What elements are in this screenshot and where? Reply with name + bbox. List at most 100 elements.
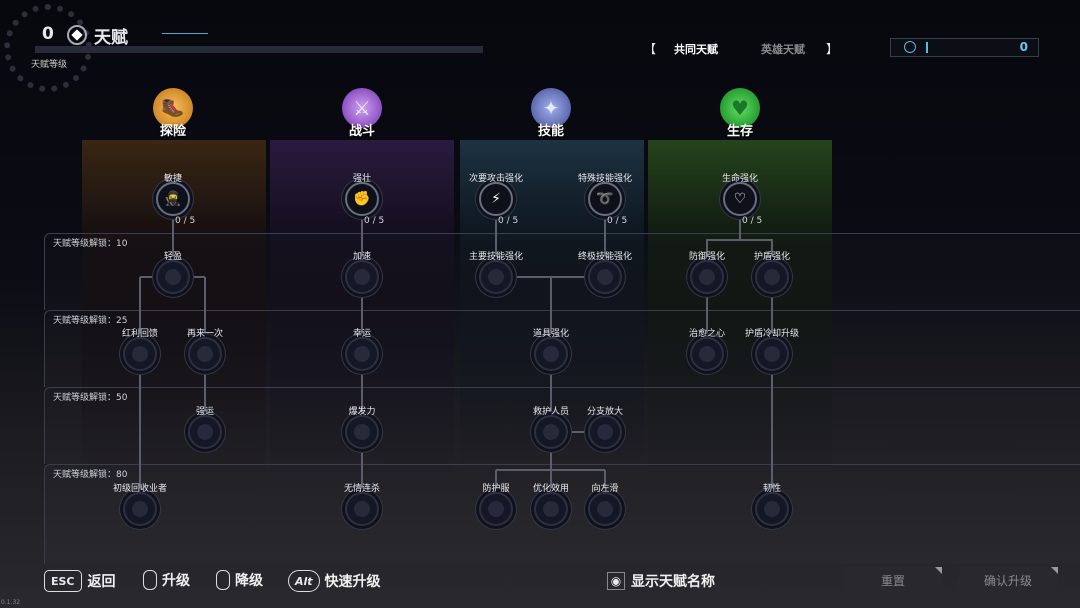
talent-icon [354,346,370,362]
talent-node-baofa[interactable] [345,415,379,449]
talent-points-box: 0 [890,38,1039,57]
talent-name: 轻盈 [163,252,183,262]
tier-label: 天赋等级解锁：10 [53,239,128,249]
talent-node-youhua[interactable] [534,492,568,526]
mouse-right-icon [216,570,230,590]
talent-node-zhuyao[interactable] [479,260,513,294]
talent-icon: ⚡ [491,191,501,207]
crystal-icon: ✦ [531,88,571,128]
talent-icon: ➰ [596,191,614,207]
mouse-left-icon [143,570,157,590]
talent-level: 0 / 5 [175,216,196,226]
talent-icon [197,346,213,362]
talent-icon [488,501,504,517]
talent-level: 0 / 5 [498,216,519,226]
boot-icon: 🥾 [153,88,193,128]
talent-node-ciyao[interactable]: ⚡ [479,182,513,216]
category-exploration: 🥾探险 [153,88,193,139]
talent-node-qingying[interactable] [156,260,190,294]
talent-icon: 🥷 [164,191,182,207]
talent-xp-bar [35,46,483,53]
reset-button[interactable]: 重置 [844,567,942,595]
talent-icon [132,501,148,517]
talent-name: 终极技能强化 [577,252,633,262]
talent-name: 初级回收业者 [112,484,168,494]
tier-band-25: 天赋等级解锁：25 [44,310,1080,387]
talent-level-value: 0 [42,24,54,44]
talent-name: 分支放大 [586,407,624,417]
tier-band-10: 天赋等级解锁：10 [44,233,1080,310]
talent-node-fanghu[interactable] [479,492,513,526]
talent-node-xiangzuo[interactable] [588,492,622,526]
talent-name: 道具强化 [532,329,570,339]
talent-icon [597,424,613,440]
category-survival: ♥生存 [720,88,760,139]
talent-node-shengming[interactable]: ♡ [723,182,757,216]
talent-level: 0 / 5 [364,216,385,226]
talent-node-zhongji[interactable] [588,260,622,294]
show-names-toggle[interactable]: ◉显示天赋名称 [607,571,715,591]
talent-name: 再来一次 [186,329,224,339]
talent-icon: ✊ [353,191,371,207]
talent-node-chuji[interactable] [123,492,157,526]
talent-name: 护盾冷却升级 [744,329,800,339]
upgrade-label: 升级 [162,573,190,589]
talent-node-qiangzhuang[interactable]: ✊ [345,182,379,216]
talent-node-fangyu[interactable] [690,260,724,294]
back-label: 返回 [87,574,116,590]
talent-icon [597,269,613,285]
talent-node-renxing[interactable] [755,492,789,526]
tier-band-50: 天赋等级解锁：50 [44,387,1080,464]
talent-node-jiasu[interactable] [345,260,379,294]
talent-node-fenzhi[interactable] [588,415,622,449]
tier-band-80: 天赋等级解锁：80 [44,464,1080,564]
talent-node-daoju[interactable] [534,337,568,371]
talent-icon [67,25,87,45]
quick-upgrade-label: 快速升级 [324,574,381,590]
talent-name: 特殊技能强化 [577,174,633,184]
downgrade-label: 降级 [235,573,263,589]
tier-label: 天赋等级解锁：50 [53,393,128,403]
talent-icon [488,269,504,285]
talent-node-zailai[interactable] [188,337,222,371]
talent-name: 幸运 [352,329,372,339]
talent-node-minjie[interactable]: 🥷 [156,182,190,216]
talent-node-hudunlq[interactable] [755,337,789,371]
talent-name: 爆发力 [348,407,376,417]
talent-icon [197,424,213,440]
talent-icon [699,346,715,362]
page-title: 天赋 [94,28,128,48]
talent-icon [354,424,370,440]
category-label: 生存 [726,124,753,139]
talent-level-label: 天赋等级 [31,60,68,70]
talent-node-xingyun[interactable] [345,337,379,371]
points-icon [904,41,916,53]
talent-icon [354,269,370,285]
category-skill: ✦技能 [531,88,571,139]
talent-icon [354,501,370,517]
upgrade-action[interactable]: 升级 [143,570,190,590]
confirm-upgrade-button[interactable]: 确认升级 [958,567,1058,595]
talent-name: 红利回馈 [121,329,159,339]
downgrade-action[interactable]: 降级 [216,570,263,590]
talent-node-qiangyun[interactable] [188,415,222,449]
tab-shared-talents[interactable]: 共同天赋 [674,43,718,56]
talent-node-teshu[interactable]: ➰ [588,182,622,216]
talent-icon [699,269,715,285]
talent-name: 治愈之心 [688,329,726,339]
alt-key: Alt [288,570,320,592]
talent-name: 防御强化 [688,252,726,262]
talent-node-wuqing[interactable] [345,492,379,526]
talent-name: 救护人员 [532,407,570,417]
tab-bracket-left: 【 [644,42,657,56]
talent-node-hudun[interactable] [755,260,789,294]
talent-name: 强壮 [352,174,372,184]
talent-node-hongli[interactable] [123,337,157,371]
tab-hero-talents[interactable]: 英雄天赋 [761,43,805,56]
tier-label: 天赋等级解锁：25 [53,316,128,326]
talent-node-jiuhu[interactable] [534,415,568,449]
talent-node-zhiyu[interactable] [690,337,724,371]
talent-icon [165,269,181,285]
